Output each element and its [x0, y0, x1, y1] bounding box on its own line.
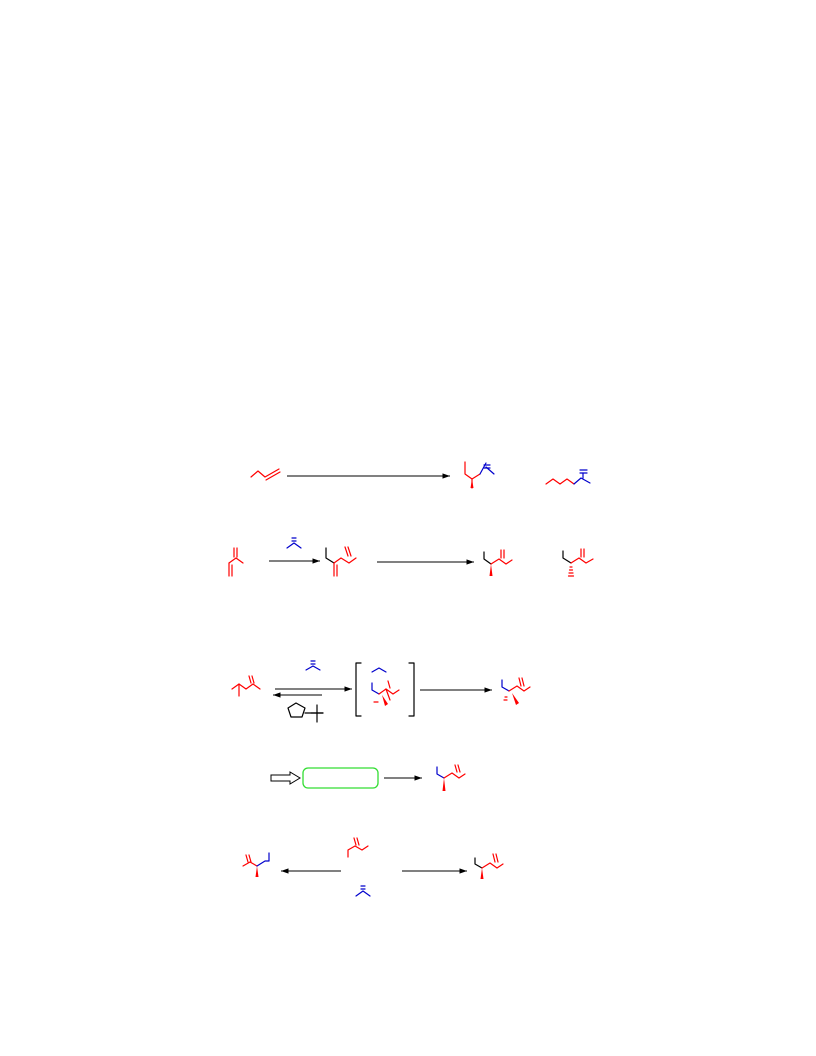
- ketone-substrate-3: [231, 675, 261, 697]
- scheme-row-5: [242, 837, 504, 897]
- ketone-reagent-5: [347, 837, 369, 858]
- wedge-bond: [470, 479, 474, 488]
- amine-reagent-2: [286, 537, 302, 549]
- product-5-left: [242, 852, 270, 877]
- cyclopentyl-tert-butyl: [287, 702, 324, 723]
- byproduct-1: [545, 469, 591, 485]
- transition-state: [371, 667, 400, 706]
- wedge-bond: [382, 695, 388, 706]
- enone-substrate: [228, 547, 244, 577]
- wedge-bond: [480, 868, 484, 879]
- intermediate-2: [325, 546, 357, 577]
- retrosynthesis-arrow: [270, 771, 301, 785]
- wedge-bond: [255, 866, 259, 877]
- amine-reagent-5: [355, 885, 371, 897]
- wedge-bond: [512, 693, 519, 705]
- transition-state-bracket: [355, 662, 415, 717]
- scheme-row-1: [250, 461, 591, 489]
- scheme-row-4: [270, 764, 466, 791]
- product-3: [501, 677, 531, 705]
- amine-reagent-3: [305, 660, 321, 671]
- product-1: [464, 461, 495, 489]
- wedge-bond: [489, 564, 493, 576]
- scheme-row-2: [228, 537, 594, 577]
- wedge-bond: [442, 778, 446, 791]
- scheme-row-3: [231, 660, 531, 723]
- product-2-r: [483, 549, 513, 576]
- product-2-s: [562, 548, 594, 577]
- product-4: [436, 764, 466, 791]
- highlight-box: [302, 767, 379, 789]
- butene-substrate: [250, 468, 281, 481]
- product-5-right: [474, 853, 504, 879]
